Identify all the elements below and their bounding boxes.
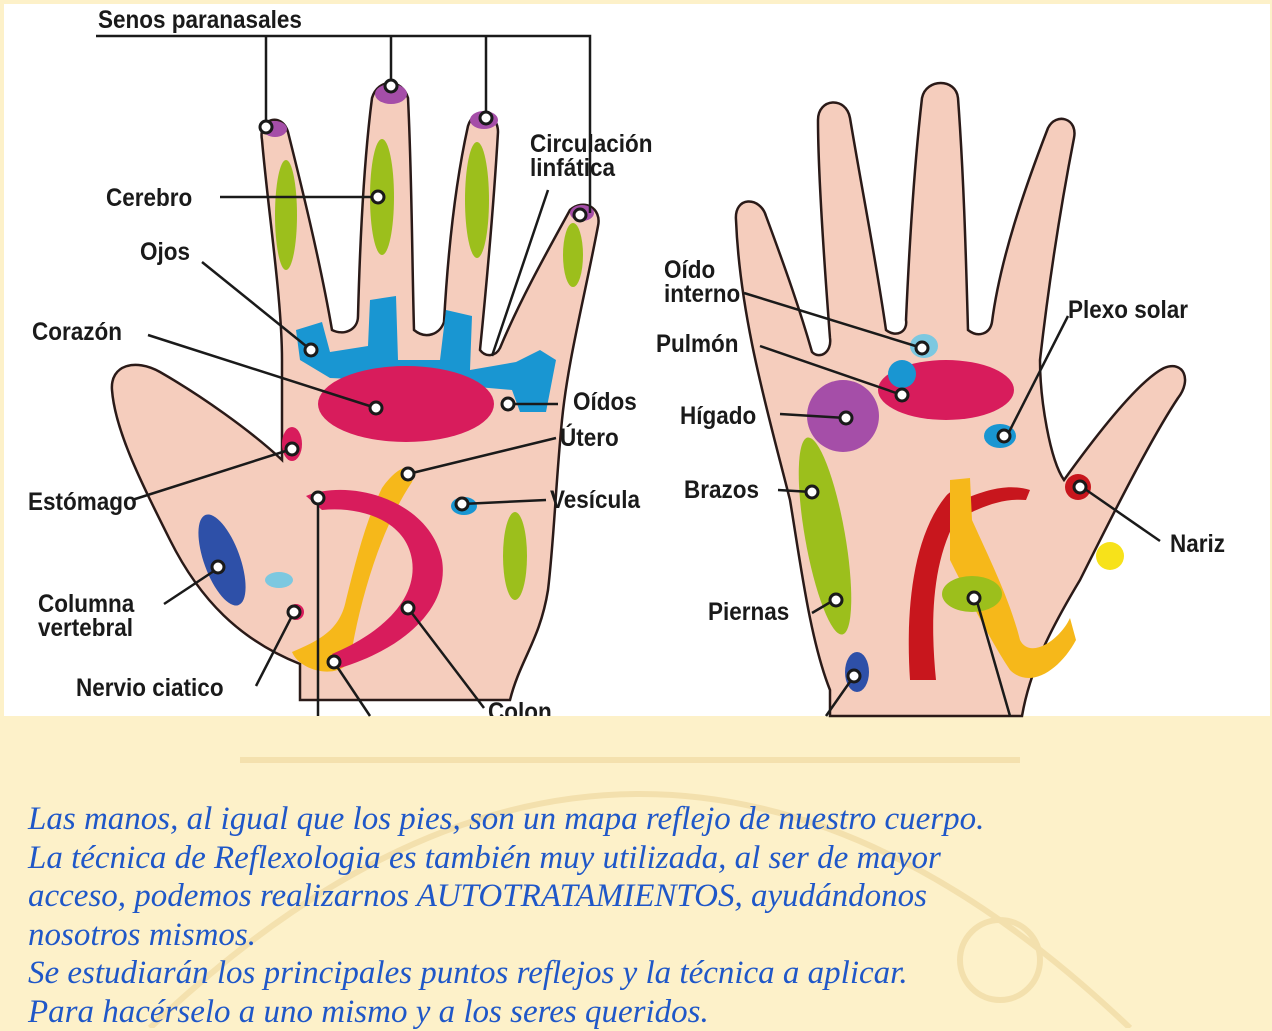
caption-line: Las manos, al igual que los pies, son un… xyxy=(28,800,1138,839)
label-estomago: Estómago xyxy=(28,490,137,514)
label-oidos: Oídos xyxy=(573,390,637,414)
caption-line: Para hacérselo a uno mismo y a los seres… xyxy=(28,993,1138,1031)
label-ojos: Ojos xyxy=(140,240,190,264)
caption-line: Se estudiarán los principales puntos ref… xyxy=(28,954,1138,993)
label-higado: Hígado xyxy=(680,404,756,428)
label-senos-paranasales: Senos paranasales xyxy=(98,8,302,32)
label-colon: Colon xyxy=(488,700,552,716)
label-pulmon: Pulmón xyxy=(656,332,739,356)
label-utero: Útero xyxy=(560,426,619,450)
label-cerebro: Cerebro xyxy=(106,186,192,210)
caption-line: acceso, podemos realizarnos AUTOTRATAMIE… xyxy=(28,877,1138,916)
yellow-zone xyxy=(1096,542,1124,570)
cerebro-zone xyxy=(275,160,297,270)
label-corazon: Corazón xyxy=(32,320,122,344)
label-oido-interno: Oído interno xyxy=(664,258,740,306)
label-columna-vertebral: Columna vertebral xyxy=(38,592,134,640)
label-piernas: Piernas xyxy=(708,600,789,624)
green-zone xyxy=(503,512,527,600)
cerebro-zone xyxy=(563,223,583,287)
label-plexo-solar: Plexo solar xyxy=(1068,298,1188,322)
diagram-panel xyxy=(4,4,1270,716)
caption-line: La técnica de Reflexologia es también mu… xyxy=(28,839,1138,878)
label-nariz: Nariz xyxy=(1170,532,1225,556)
pulmon-blue-zone xyxy=(888,360,916,388)
label-vesicula: Vesícula xyxy=(550,488,640,512)
caption-line: nosotros mismos. xyxy=(28,916,1138,955)
light-blue-zone xyxy=(265,572,293,588)
cerebro-zone xyxy=(465,142,489,258)
label-brazos: Brazos xyxy=(684,478,759,502)
label-circulacion-linfatica: Circulación linfática xyxy=(530,132,653,180)
caption-text: Las manos, al igual que los pies, son un… xyxy=(28,800,1138,1031)
label-nervio-ciatico: Nervio ciatico xyxy=(76,676,224,700)
corazon-zone xyxy=(318,366,494,442)
